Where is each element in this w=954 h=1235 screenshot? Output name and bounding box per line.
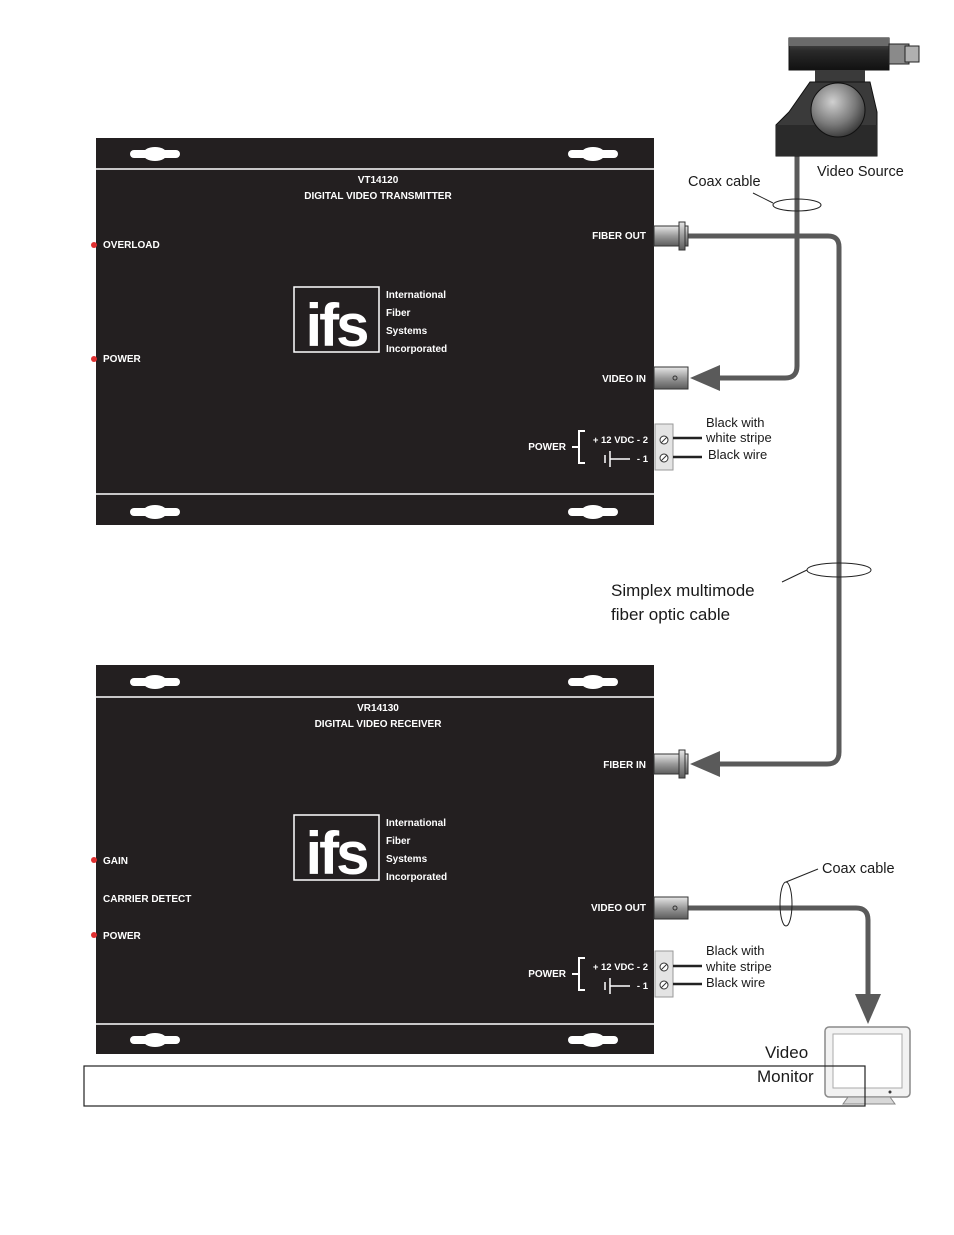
transmitter-model: VT14120 [358,175,399,186]
led-power [91,356,97,362]
logo-mark: ifs [305,292,367,359]
logo-line-4: Incorporated [386,872,447,883]
logo-line-3: Systems [386,326,428,337]
tx-wire-1b-label: white stripe [705,430,772,445]
power-bracket [572,430,585,464]
tx-wire-1-label: Black with [706,415,765,430]
terminal-block[interactable] [654,423,674,471]
led-label-power: POWER [103,354,142,365]
power-bracket [572,957,585,991]
led-label-power-rx: POWER [103,931,142,942]
fiber-in-arrow [690,751,720,777]
video-source-label: Video Source [817,164,904,180]
coax-bottom-label: Coax cable [822,861,895,877]
logo-line-1: International [386,818,446,829]
monitor-label-1: Video [765,1043,808,1062]
rx-wire-1-label: Black with [706,943,765,958]
ifs-logo: ifs International Fiber Systems Incorpor… [293,286,447,359]
video-camera-icon [775,37,920,157]
fiber-cable-label-2: fiber optic cable [611,605,730,624]
rx-wire-2-label: Black wire [706,975,765,990]
receiver-model: VR14130 [357,703,399,714]
video-in-connector[interactable] [653,366,689,390]
terminal-plus-label-rx: + 12 VDC - 2 [593,962,648,973]
transmitter-unit: VT14120 DIGITAL VIDEO TRANSMITTER OVERLO… [91,138,702,525]
fiber-in-connector[interactable] [653,749,689,779]
fiber-cable-label-1: Simplex multimode [611,581,755,600]
logo-line-4: Incorporated [386,344,447,355]
cables [688,156,881,1024]
logo-line-2: Fiber [386,836,411,847]
logo-line-3: Systems [386,854,428,865]
monitor-label-2: Monitor [757,1067,814,1086]
tx-wire-2-label: Black wire [708,447,767,462]
battery-symbol [604,451,630,467]
power-label: POWER [528,442,567,453]
led-gain [91,857,97,863]
led-label-gain: GAIN [103,856,128,867]
monitor-arrow [855,994,881,1024]
battery-symbol [604,978,630,994]
terminal-block[interactable] [654,950,674,998]
video-in-arrow [690,365,720,391]
video-in-label: VIDEO IN [602,374,646,385]
fiber-optic-cable [688,233,842,767]
coax-top-label: Coax cable [688,174,761,190]
receiver-title: DIGITAL VIDEO RECEIVER [315,719,443,730]
fiber-leader [781,569,808,583]
coax-bottom-leader [785,868,819,883]
terminal-minus-label-rx: - 1 [637,981,649,992]
led-label-overload: OVERLOAD [103,240,160,251]
video-out-label: VIDEO OUT [591,903,646,914]
led-overload [91,242,97,248]
video-monitor-icon [824,1026,911,1105]
fiber-out-label: FIBER OUT [592,231,646,242]
terminal-plus-label: + 12 VDC - 2 [593,435,648,446]
mounting-slot [130,147,618,519]
coax-cable-in [718,156,800,381]
receiver-unit: VR14130 DIGITAL VIDEO RECEIVER GAIN CARR… [91,665,702,1054]
ifs-logo: ifs International Fiber Systems Incorpor… [293,814,447,887]
fiber-out-connector[interactable] [653,221,689,251]
logo-line-1: International [386,290,446,301]
mounting-slot [130,675,618,1047]
coax-top-leader [752,192,774,204]
caption-box [83,1065,866,1107]
led-power-rx [91,932,97,938]
transmitter-title: DIGITAL VIDEO TRANSMITTER [304,191,452,202]
led-label-carrier-detect: CARRIER DETECT [103,894,191,905]
fiber-in-label: FIBER IN [603,760,646,771]
power-label-rx: POWER [528,969,567,980]
video-out-connector[interactable] [653,896,689,920]
coax-cable-out [688,905,871,996]
terminal-minus-label: - 1 [637,454,649,465]
coax-bottom-marker [779,881,793,927]
logo-mark: ifs [305,820,367,887]
coax-top-marker [772,198,822,212]
rx-wire-1b-label: white stripe [705,959,772,974]
logo-line-2: Fiber [386,308,411,319]
